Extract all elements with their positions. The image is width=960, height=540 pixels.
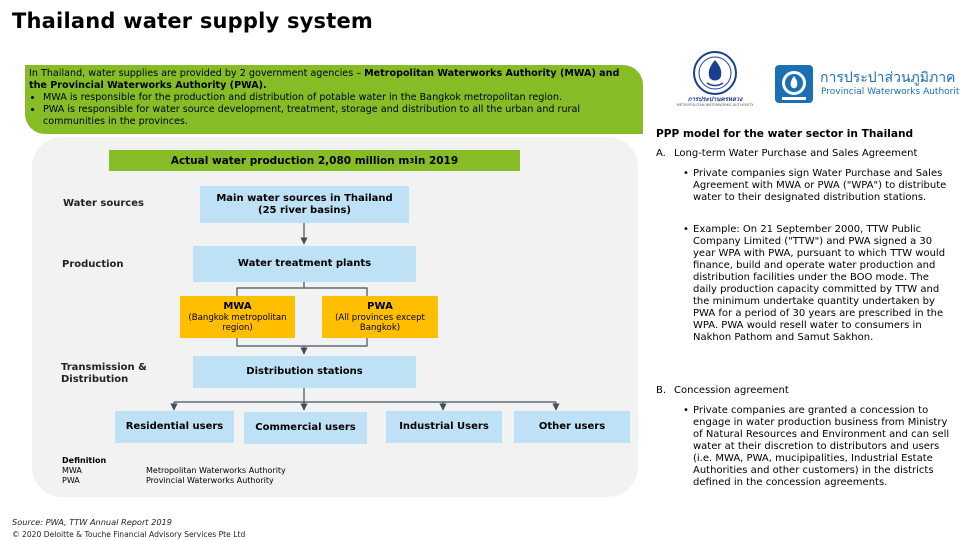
node-pwa: PWA (All provinces except Bangkok) bbox=[322, 296, 438, 338]
section-b-heading: B.Concession agreement bbox=[656, 385, 789, 396]
definition-row: MWA Metropolitan Waterworks Authority bbox=[62, 466, 286, 475]
node-water-treatment-plants: Water treatment plants bbox=[193, 246, 416, 282]
intro-bullet-pwa: PWA is responsible for water source deve… bbox=[43, 104, 635, 128]
mwa-logo: การประปานครหลวง METROPOLITAN WATERWORKS … bbox=[672, 50, 758, 116]
pwa-logo-english: Provincial Waterworks Authority bbox=[821, 87, 960, 97]
line-mwa-pwa-join bbox=[236, 338, 368, 347]
section-a-heading: A.Long-term Water Purchase and Sales Agr… bbox=[656, 148, 918, 159]
section-a-bullet: • Private companies sign Water Purchase … bbox=[683, 168, 947, 203]
intro-box: In Thailand, water supplies are provided… bbox=[25, 65, 643, 134]
label-water-sources: Water sources bbox=[63, 198, 144, 209]
definitions: Definition MWA Metropolitan Waterworks A… bbox=[62, 456, 286, 486]
mwa-emblem-icon bbox=[693, 51, 737, 95]
pwa-logo-thai: การประปาส่วนภูมิภาค bbox=[820, 70, 956, 86]
intro-lead: In Thailand, water supplies are provided… bbox=[29, 68, 620, 91]
node-industrial-users: Industrial Users bbox=[386, 411, 502, 443]
pwa-emblem-icon bbox=[775, 65, 813, 103]
node-distribution-stations: Distribution stations bbox=[193, 356, 416, 388]
ppp-title: PPP model for the water sector in Thaila… bbox=[656, 128, 914, 140]
node-other-users: Other users bbox=[514, 411, 630, 443]
definitions-heading: Definition bbox=[62, 456, 107, 465]
section-a-bullet: • Example: On 21 September 2000, TTW Pub… bbox=[683, 224, 946, 343]
source-note: Source: PWA, TTW Annual Report 2019 bbox=[12, 517, 172, 527]
node-commercial-users: Commercial users bbox=[244, 412, 367, 444]
label-transmission-distribution: Transmission & Distribution bbox=[61, 362, 147, 385]
intro-bullet-mwa: MWA is responsible for the production an… bbox=[43, 92, 635, 104]
pwa-logo: การประปาส่วนภูมิภาค Provincial Waterwork… bbox=[774, 64, 960, 106]
mwa-logo-text: การประปานครหลวง bbox=[687, 96, 743, 103]
label-production: Production bbox=[62, 259, 124, 270]
mwa-logo-tagline: METROPOLITAN WATERWORKS AUTHORITY bbox=[676, 103, 754, 107]
page-title: Thailand water supply system bbox=[12, 9, 373, 33]
intro-bullets: MWA is responsible for the production an… bbox=[29, 92, 635, 128]
section-b-bullet: • Private companies are granted a conces… bbox=[683, 405, 950, 488]
node-residential-users: Residential users bbox=[115, 411, 234, 443]
definition-row: PWA Provincial Waterworks Authority bbox=[62, 476, 274, 485]
node-mwa: MWA (Bangkok metropolitan region) bbox=[180, 296, 295, 338]
line-treatment-to-mwa bbox=[236, 282, 305, 296]
node-main-water-sources: Main water sources in Thailand (25 river… bbox=[200, 186, 409, 223]
line-treatment-to-pwa bbox=[304, 287, 368, 296]
copyright: © 2020 Deloitte & Touche Financial Advis… bbox=[12, 530, 246, 539]
